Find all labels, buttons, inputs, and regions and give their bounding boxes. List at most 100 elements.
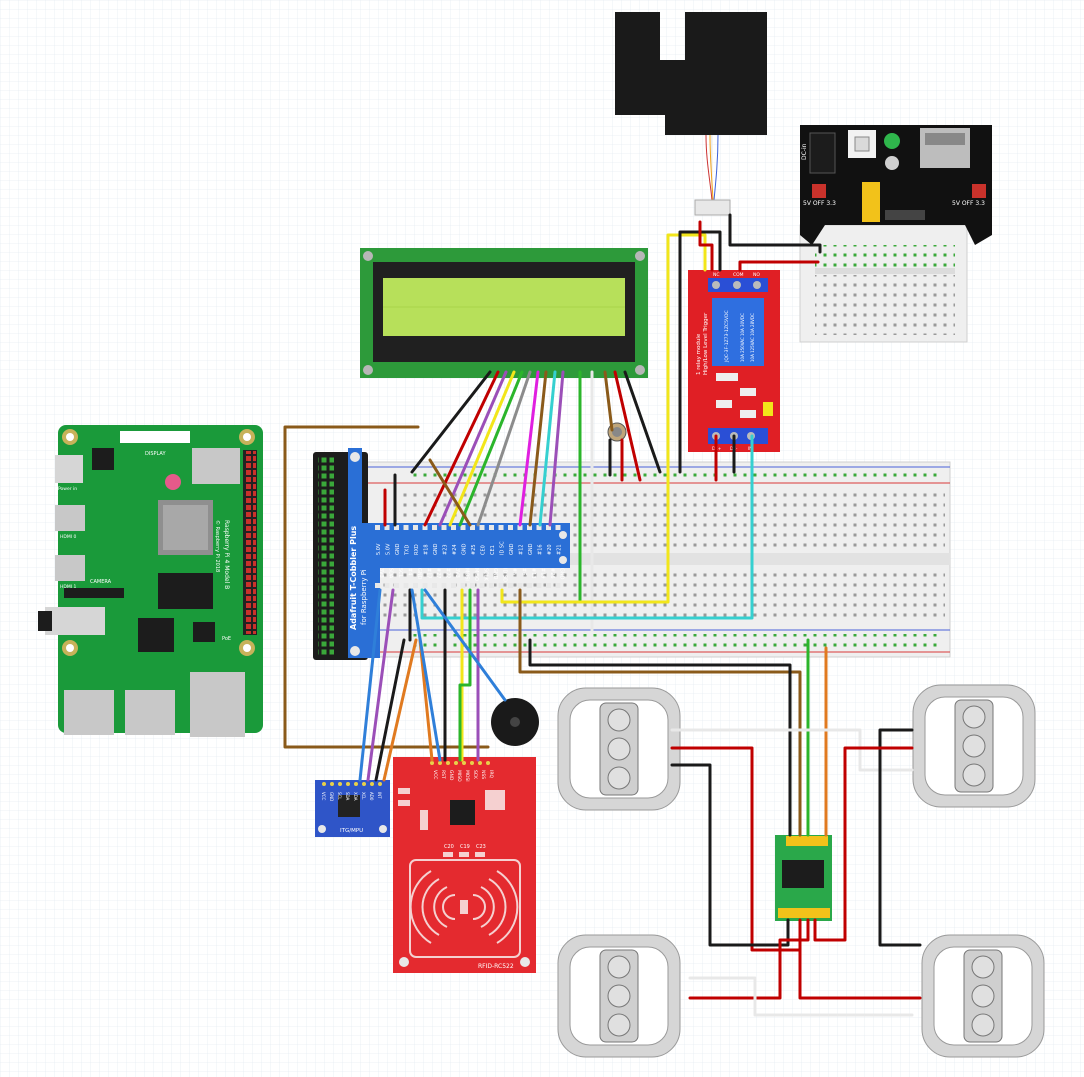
cobbler-bottom-pin-label: #19 <box>540 568 546 579</box>
cobbler-pin <box>403 525 409 530</box>
rfid-pin <box>478 761 482 765</box>
cobbler-top-pin-label: #23 <box>443 544 449 555</box>
imu-pin <box>338 782 342 786</box>
cobbler-pin <box>422 583 428 588</box>
load-cell-icon <box>921 934 1045 1058</box>
cobbler-top-pin-label: #18 <box>424 544 430 555</box>
relay-module: 1 relay module High/Low Level Trigger JQ… <box>688 270 780 452</box>
cobbler-bottom-pin-label: #27 <box>435 568 441 579</box>
hx711-module <box>775 835 832 921</box>
imu-pin-label: SCL <box>337 792 342 800</box>
cobbler-bottom-pin-label: GND <box>492 568 498 580</box>
cobbler-pin <box>517 525 523 530</box>
rfid-pin-label: MOSI <box>464 770 470 782</box>
cobbler-title: Adafruit T-Cobbler Plus <box>349 526 358 630</box>
imu-pin-label: VCC <box>321 792 326 801</box>
cobbler-pin <box>470 583 475 588</box>
cobbler-pin <box>432 583 437 588</box>
cobbler-pin <box>555 525 561 530</box>
cobbler-bottom-pin-label: MISO <box>473 568 479 581</box>
cobbler-bottom-pin-label: SCLK <box>483 568 489 581</box>
pi-poe-label: PoE <box>222 636 231 642</box>
cobbler-bottom-pin-label: MOSI <box>464 568 470 581</box>
cobbler-top-pin-label: CE1 <box>490 545 496 555</box>
cobbler-bottom-pin-label: SDA <box>388 568 394 579</box>
wire-brown-loop <box>283 425 490 749</box>
relay-input-label: IN <box>748 446 752 451</box>
rfid-pin-label: RST <box>440 770 446 779</box>
cobbler-bottom-pin-label: GND <box>416 568 422 580</box>
power-jumper-left-label: 5V OFF 3.3 <box>803 200 836 207</box>
cobbler-pin <box>375 525 380 530</box>
rfid-pin <box>462 761 466 765</box>
raspberry-pi: Raspberry Pi 4 Model B © Raspberry Pi 20… <box>38 425 263 737</box>
cobbler-pin <box>489 583 494 588</box>
fan-icon <box>615 12 767 216</box>
cobbler-pin <box>536 525 542 530</box>
cobbler-top-pin-label: 5.0V <box>376 543 382 555</box>
cobbler-pin <box>432 525 437 530</box>
rfid-pin <box>430 761 434 765</box>
rfid-pin-label: VCC <box>432 770 438 779</box>
cobbler-top-pin-label: RXD <box>414 544 420 555</box>
imu-pin <box>322 782 326 786</box>
cobbler-top-pin-label: GND <box>395 543 401 555</box>
cobbler-pin <box>546 583 551 588</box>
cobbler-pin <box>508 583 513 588</box>
cobbler-top-pin-label: TXD <box>405 545 411 556</box>
cobbler-pin <box>394 525 399 530</box>
imu-pin <box>378 782 382 786</box>
cobbler-pin <box>422 525 428 530</box>
cobbler-bottom-pin-label: #13 <box>530 568 536 579</box>
cobbler-pin <box>451 525 456 530</box>
rfid-antenna-icon <box>409 859 521 958</box>
cobbler-pin <box>498 525 504 530</box>
cobbler-top-pin-label: CE0 <box>481 545 487 555</box>
relay-rating2: 10A 125VAC 10A 28VDC <box>750 313 755 362</box>
imu-pin <box>330 782 334 786</box>
cobbler-pin <box>498 583 504 588</box>
load-cell-icon <box>557 687 681 811</box>
cobbler-pin <box>517 583 523 588</box>
cobbler-pin <box>441 583 447 588</box>
cobbler-bottom-pin-label: #17 <box>426 568 432 579</box>
cobbler-bottom-pin-label: ID SD <box>502 568 508 582</box>
rfid-pin <box>486 761 490 765</box>
cobbler-top-pin-label: #25 <box>471 544 477 555</box>
pi-camera-label: CAMERA <box>90 579 112 585</box>
cobbler-pin <box>489 525 494 530</box>
cobbler-top-pin-label: #20 <box>547 544 553 555</box>
cobbler-pin <box>555 583 561 588</box>
imu-name: ITG/MPU <box>340 828 363 834</box>
cobbler-pin <box>441 525 447 530</box>
rfid-component-label: C20 <box>444 844 454 850</box>
rfid-pin-label: MISO <box>456 770 462 782</box>
cobbler-bottom-pin-label: #22 <box>445 568 451 579</box>
cobbler-pin <box>479 525 485 530</box>
cobbler-top-pin-label: GND <box>528 543 534 555</box>
cobbler-bottom-pin-label: #26 <box>549 568 555 579</box>
pi-copyright-label: © Raspberry Pi 2018 <box>214 520 221 572</box>
cobbler-pin <box>546 525 551 530</box>
cobbler-pin <box>375 583 380 588</box>
imu-pin <box>346 782 350 786</box>
pi-power-label: Power in <box>58 486 77 492</box>
cobbler-pin <box>403 583 409 588</box>
imu-pin-label: GND <box>329 792 334 801</box>
pi-hdmi0-label: HDMI 0 <box>60 534 76 540</box>
cobbler-pin <box>479 583 485 588</box>
relay-subtitle: High/Low Level Trigger <box>703 312 709 375</box>
rfid-pin-label: SCK <box>472 770 478 780</box>
imu-pin-label: AD0 <box>369 792 374 801</box>
rfid-pin <box>454 761 458 765</box>
cobbler-pin <box>384 525 390 530</box>
cobbler-top-pin-label: GND <box>462 543 468 555</box>
cobbler-top-pin-label: #24 <box>452 544 458 555</box>
cobbler-pin <box>508 525 513 530</box>
cobbler-pin <box>460 525 466 530</box>
imu-pin-label: INT <box>377 792 382 799</box>
pi-display-label: DISPLAY <box>145 451 166 457</box>
cobbler-bottom-pin-label: #4 <box>407 568 413 575</box>
